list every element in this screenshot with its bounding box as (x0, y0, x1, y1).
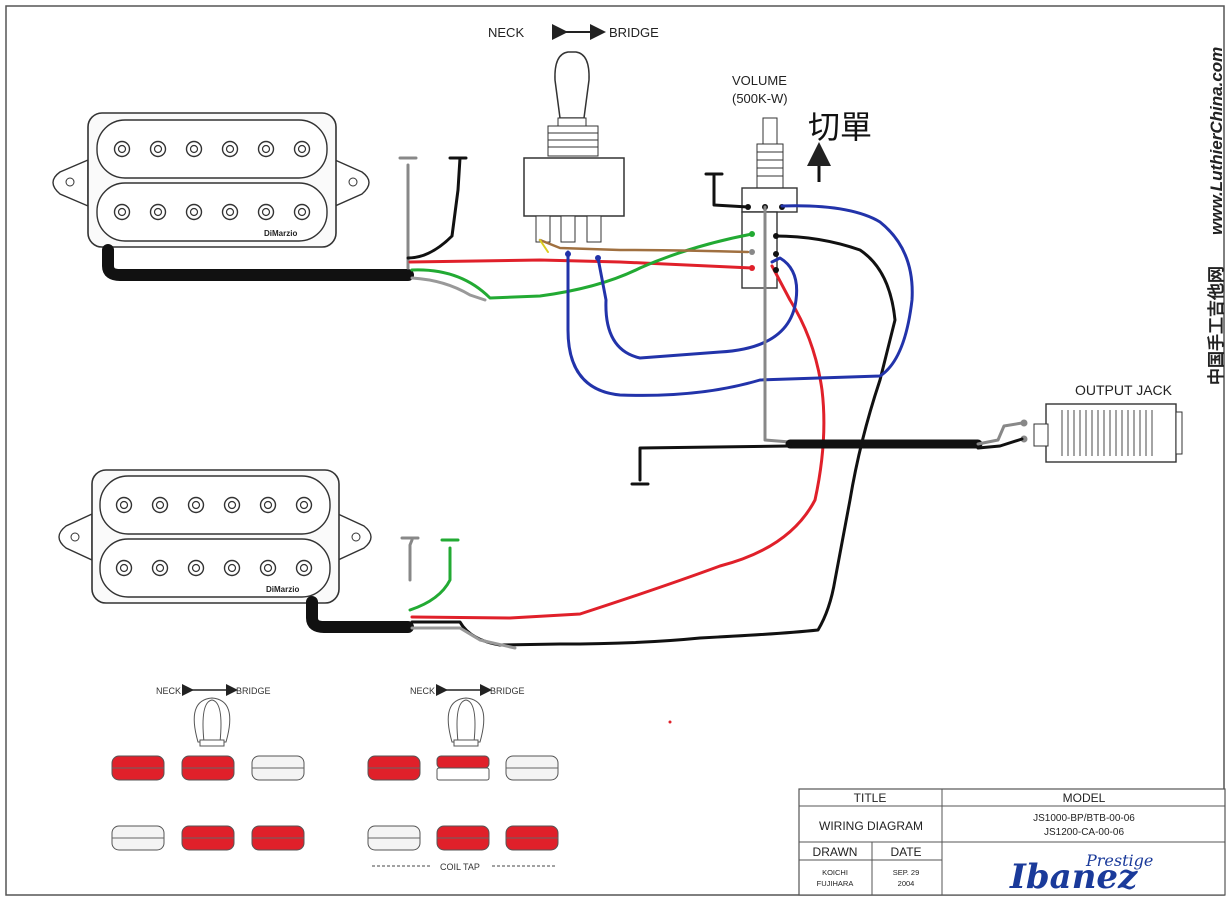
logo-script: Prestige (1085, 851, 1153, 870)
title-block: TITLE WIRING DIAGRAM MODEL JS1000-BP/BTB… (798, 788, 1226, 897)
output-jack: OUTPUT JACK (1020, 382, 1183, 463)
date-line-2: 2004 (898, 879, 915, 888)
drawn-header: DRAWN (813, 845, 858, 859)
title-value: WIRING DIAGRAM (819, 819, 923, 833)
chart-right-bridge: BRIDGE (490, 686, 525, 696)
bridge-pickup-cable (306, 596, 414, 633)
drawn-line-1: KOICHI (822, 868, 848, 877)
watermark-site-name: 中国手工吉他网 (1206, 266, 1226, 385)
coil-tap-label: COIL TAP (440, 862, 480, 872)
model-line-1: JS1000-BP/BTB-00-06 (1033, 813, 1135, 824)
neck-pickup-cable (102, 244, 414, 281)
watermark-url: www.LuthierChina.com (1207, 47, 1226, 235)
page-frame (5, 5, 1225, 896)
chart-right-neck: NECK (410, 686, 435, 696)
logo-brand: Ibanez (1009, 857, 1138, 897)
neck-pickup: DiMarzio (52, 112, 370, 248)
toggle-switch: NECK BRIDGE (488, 24, 659, 243)
position-chart-right: NECK BRIDGE COIL TAP (367, 684, 559, 872)
switch-neck-label: NECK (488, 25, 524, 40)
volume-pot: VOLUME (500K-W) (732, 73, 798, 289)
bridge-pickup-brand: DiMarzio (266, 585, 299, 594)
output-jack-label: OUTPUT JACK (1075, 382, 1173, 398)
handwritten-note: 切單 (808, 108, 872, 146)
chart-left-neck: NECK (156, 686, 181, 696)
title-header: TITLE (854, 791, 887, 805)
switch-bridge-label: BRIDGE (609, 25, 659, 40)
bridge-pickup: DiMarzio (58, 469, 372, 604)
watermark: 中国手工吉他网 www.LuthierChina.com (1206, 47, 1226, 385)
date-line-1: SEP. 29 (893, 868, 920, 877)
neck-pickup-brand: DiMarzio (264, 229, 297, 238)
chart-left-bridge: BRIDGE (236, 686, 271, 696)
model-line-2: JS1200-CA-00-06 (1044, 827, 1124, 838)
model-header: MODEL (1063, 791, 1106, 805)
date-header: DATE (890, 845, 921, 859)
position-chart-left: NECK BRIDGE (111, 684, 305, 851)
wires (398, 156, 1024, 650)
volume-value: (500K-W) (732, 91, 788, 106)
volume-label: VOLUME (732, 73, 787, 88)
drawn-line-2: FUJIHARA (817, 879, 854, 888)
